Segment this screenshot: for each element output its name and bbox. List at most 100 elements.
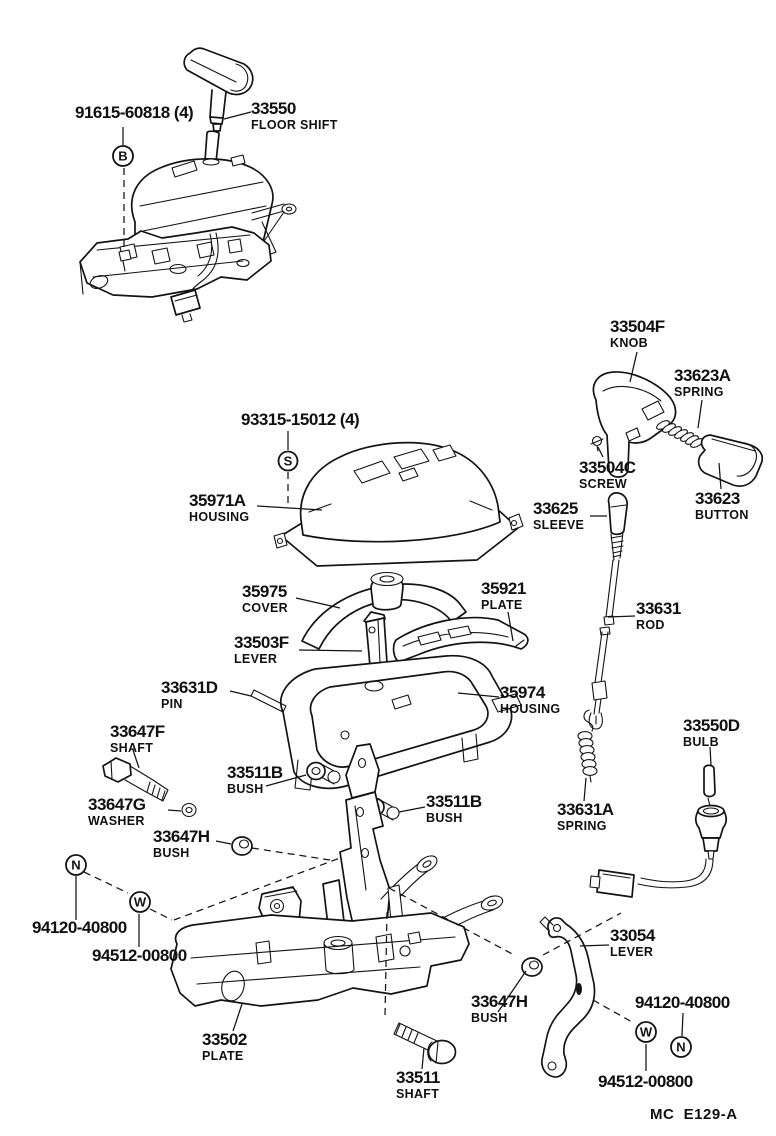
nut-symbol-right-circle — [670, 1036, 692, 1058]
pin-art — [250, 689, 287, 713]
label-nut-right: 94120-40800 — [635, 994, 730, 1011]
part-number: 33623A — [674, 366, 731, 385]
part-number: 33647H — [471, 992, 528, 1011]
part-name: BUSH — [426, 811, 463, 825]
floor-shift-assembly-art — [79, 47, 297, 323]
part-number: 33504C — [579, 458, 636, 477]
part-number: 33625 — [533, 499, 578, 518]
part-name: SCREW — [579, 477, 628, 491]
part-number: 94512-00800 — [598, 1072, 693, 1091]
part-name: KNOB — [610, 336, 649, 350]
base-plate-art — [170, 912, 470, 1007]
part-number: 33550 — [251, 99, 296, 118]
part-number: 35974 — [500, 683, 545, 702]
label-plate-33502: 33502 PLATE — [202, 1031, 247, 1063]
part-name: HOUSING — [500, 702, 561, 716]
part-name: SPRING — [674, 385, 724, 399]
part-number: 35971A — [189, 491, 246, 510]
label-washer-left: 94512-00800 — [92, 947, 187, 964]
part-name: BUSH — [153, 846, 190, 860]
part-number: 94120-40800 — [32, 918, 127, 937]
part-number: 33647H — [153, 827, 210, 846]
assembly-dashed-lines — [83, 168, 633, 1023]
bolt-symbol-circle — [112, 145, 134, 167]
bulb-art — [589, 764, 727, 898]
washer-art — [181, 802, 197, 818]
label-floor-shift: 33550 FLOOR SHIFT — [251, 100, 338, 132]
nut-symbol-left-circle — [65, 854, 87, 876]
washer-symbol-right-letter: W — [640, 1025, 653, 1040]
label-spring-33623a: 33623A SPRING — [674, 367, 731, 399]
label-bush-33511b-2: 33511B BUSH — [426, 793, 482, 825]
upper-housing-art — [273, 441, 524, 567]
part-number: 33511 — [396, 1068, 440, 1087]
part-name: BUTTON — [695, 508, 749, 522]
part-name: SPRING — [557, 819, 607, 833]
lever-33054-art — [539, 916, 596, 1078]
washer-symbol-left-letter: W — [134, 895, 147, 910]
label-knob: 33504F KNOB — [610, 318, 665, 350]
part-number: 33631D — [161, 678, 218, 697]
part-number: 94120-40800 — [635, 993, 730, 1012]
part-number: 33631 — [636, 599, 681, 618]
label-bush-33647h-2: 33647H BUSH — [471, 993, 528, 1025]
leader-lines — [75, 111, 722, 1071]
spring-33631a-art — [577, 709, 598, 783]
part-name: BULB — [683, 735, 719, 749]
lever-33503f-art — [363, 611, 388, 667]
washer-symbol-left-circle — [129, 891, 151, 913]
part-number: 94512-00800 — [92, 946, 187, 965]
label-washer-33647g: 33647G WASHER — [88, 796, 146, 828]
shaft-33647f-art — [102, 757, 169, 802]
plate-35921-art — [392, 616, 529, 663]
part-number: 33647G — [88, 795, 146, 814]
bolt-symbol-letter: B — [118, 149, 127, 164]
lower-housing-art — [280, 654, 522, 791]
label-button: 33623 BUTTON — [695, 490, 749, 522]
label-sleeve: 33625 SLEEVE — [533, 500, 584, 532]
part-number: 33502 — [202, 1030, 247, 1049]
spring-33623a-art — [656, 420, 704, 448]
screw-33504c-art — [590, 435, 604, 452]
part-name: PLATE — [202, 1049, 244, 1063]
label-upper-housing: 35971A HOUSING — [189, 492, 249, 524]
nut-symbol-left-letter: N — [71, 858, 80, 873]
part-number: 33511B — [426, 792, 482, 811]
part-name: LEVER — [610, 945, 654, 959]
part-number: 33550D — [683, 716, 740, 735]
label-plate-35921: 35921 PLATE — [481, 580, 526, 612]
part-name: SLEEVE — [533, 518, 585, 532]
part-name: BUSH — [471, 1011, 508, 1025]
knob-art — [592, 371, 677, 478]
part-name: COVER — [242, 601, 288, 615]
part-name: FLOOR SHIFT — [251, 118, 338, 132]
label-pin: 33631D PIN — [161, 679, 218, 711]
part-number: 33054 — [610, 926, 655, 945]
part-name: HOUSING — [189, 510, 250, 524]
fastener-symbols: B S N W W N — [65, 145, 692, 1058]
label-screw-33504c: 33504C SCREW — [579, 459, 636, 491]
cover-art — [301, 571, 467, 650]
label-bush-33511b-1: 33511B BUSH — [227, 764, 283, 796]
shaft-33511-art — [393, 1022, 457, 1065]
label-spring-33631a: 33631A SPRING — [557, 801, 614, 833]
part-name: SHAFT — [396, 1087, 440, 1101]
part-name: PLATE — [481, 598, 523, 612]
label-lower-housing: 35974 HOUSING — [500, 684, 560, 716]
part-name: SHAFT — [110, 741, 154, 755]
bush-33647h-1-art — [231, 836, 253, 856]
label-bolt-set: 91615-60818 (4) — [75, 104, 194, 121]
label-shaft-33511: 33511 SHAFT — [396, 1069, 440, 1101]
label-cover: 35975 COVER — [242, 583, 288, 615]
part-number: 35921 — [481, 579, 526, 598]
bush-33647h-2-art — [521, 957, 543, 977]
part-name: LEVER — [234, 652, 278, 666]
screw-symbol-letter: S — [284, 454, 293, 469]
label-rod: 33631 ROD — [636, 600, 681, 632]
label-lever-33503f: 33503F LEVER — [234, 634, 289, 666]
part-number: 33623 — [695, 489, 740, 508]
label-bush-33647h-1: 33647H BUSH — [153, 828, 210, 860]
part-number: 33511B — [227, 763, 283, 782]
